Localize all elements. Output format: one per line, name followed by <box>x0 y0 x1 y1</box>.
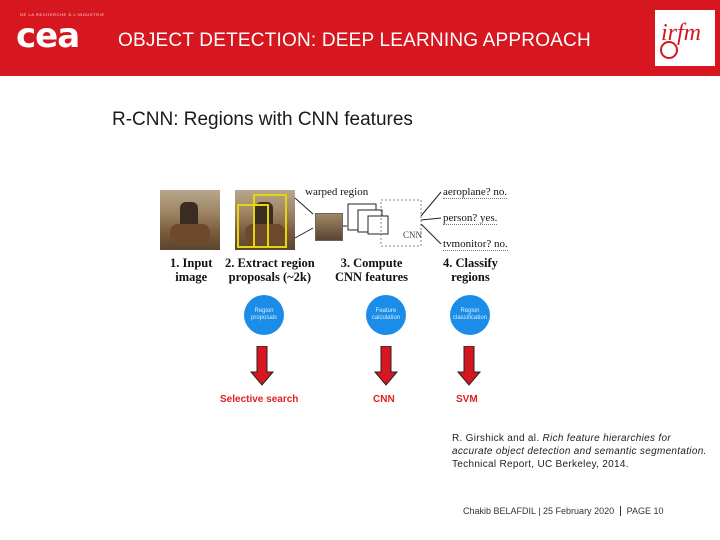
svg-text:irfm: irfm <box>661 20 701 46</box>
page-number: PAGE 10 <box>619 506 664 516</box>
cea-tagline: DE LA RECHERCHE À L'INDUSTRIE <box>20 12 105 17</box>
step-classify-regions: 4. Classify regions <box>443 256 498 284</box>
input-image <box>160 190 220 250</box>
warped-region-image <box>315 213 343 241</box>
warped-region-label: warped region <box>305 186 369 198</box>
header-bar: DE LA RECHERCHE À L'INDUSTRIE cea OBJECT… <box>0 0 720 76</box>
slide-footer: Chakib BELAFDIL | 25 February 2020 PAGE … <box>463 506 664 516</box>
pipeline-arrows <box>294 191 442 247</box>
output-tvmonitor: tvmonitor? no. <box>443 238 508 251</box>
step-compute-features: 3. Compute CNN features <box>335 256 409 284</box>
step-input-image: 1. Input image <box>170 256 213 284</box>
down-arrow-icon <box>374 346 398 386</box>
footer-author-date: Chakib BELAFDIL | 25 February 2020 <box>463 506 615 516</box>
down-arrow-icon <box>250 346 274 386</box>
method-svm: SVM <box>456 394 478 405</box>
output-person: person? yes. <box>443 212 498 225</box>
cea-logo: cea <box>16 16 80 56</box>
step-extract-regions: 2. Extract region proposals (~2k) <box>225 256 315 284</box>
citation: R. Girshick and al. Rich feature hierarc… <box>452 432 708 471</box>
output-aeroplane: aeroplane? no. <box>443 186 508 199</box>
irfm-logo: irfm <box>655 10 715 66</box>
citation-authors: R. Girshick and al. <box>452 433 540 444</box>
rcnn-figure: warped region CNN aeroplane? no. person?… <box>155 180 515 290</box>
slide-title: OBJECT DETECTION: DEEP LEARNING APPROACH <box>118 30 591 51</box>
feature-calculation-circle: Feature calculation <box>366 295 406 335</box>
method-selective-search: Selective search <box>220 394 299 405</box>
region-proposals-image <box>235 190 295 250</box>
slide-subtitle: R-CNN: Regions with CNN features <box>112 109 413 130</box>
region-classification-circle: Region classification <box>450 295 490 335</box>
citation-venue: Technical Report, UC Berkeley, 2014. <box>452 459 629 470</box>
citation-title: Rich feature hierarchies for accurate ob… <box>452 433 707 457</box>
down-arrow-icon <box>457 346 481 386</box>
region-proposals-circle: Region proposals <box>244 295 284 335</box>
cnn-label: CNN <box>403 230 423 240</box>
method-cnn: CNN <box>373 394 395 405</box>
